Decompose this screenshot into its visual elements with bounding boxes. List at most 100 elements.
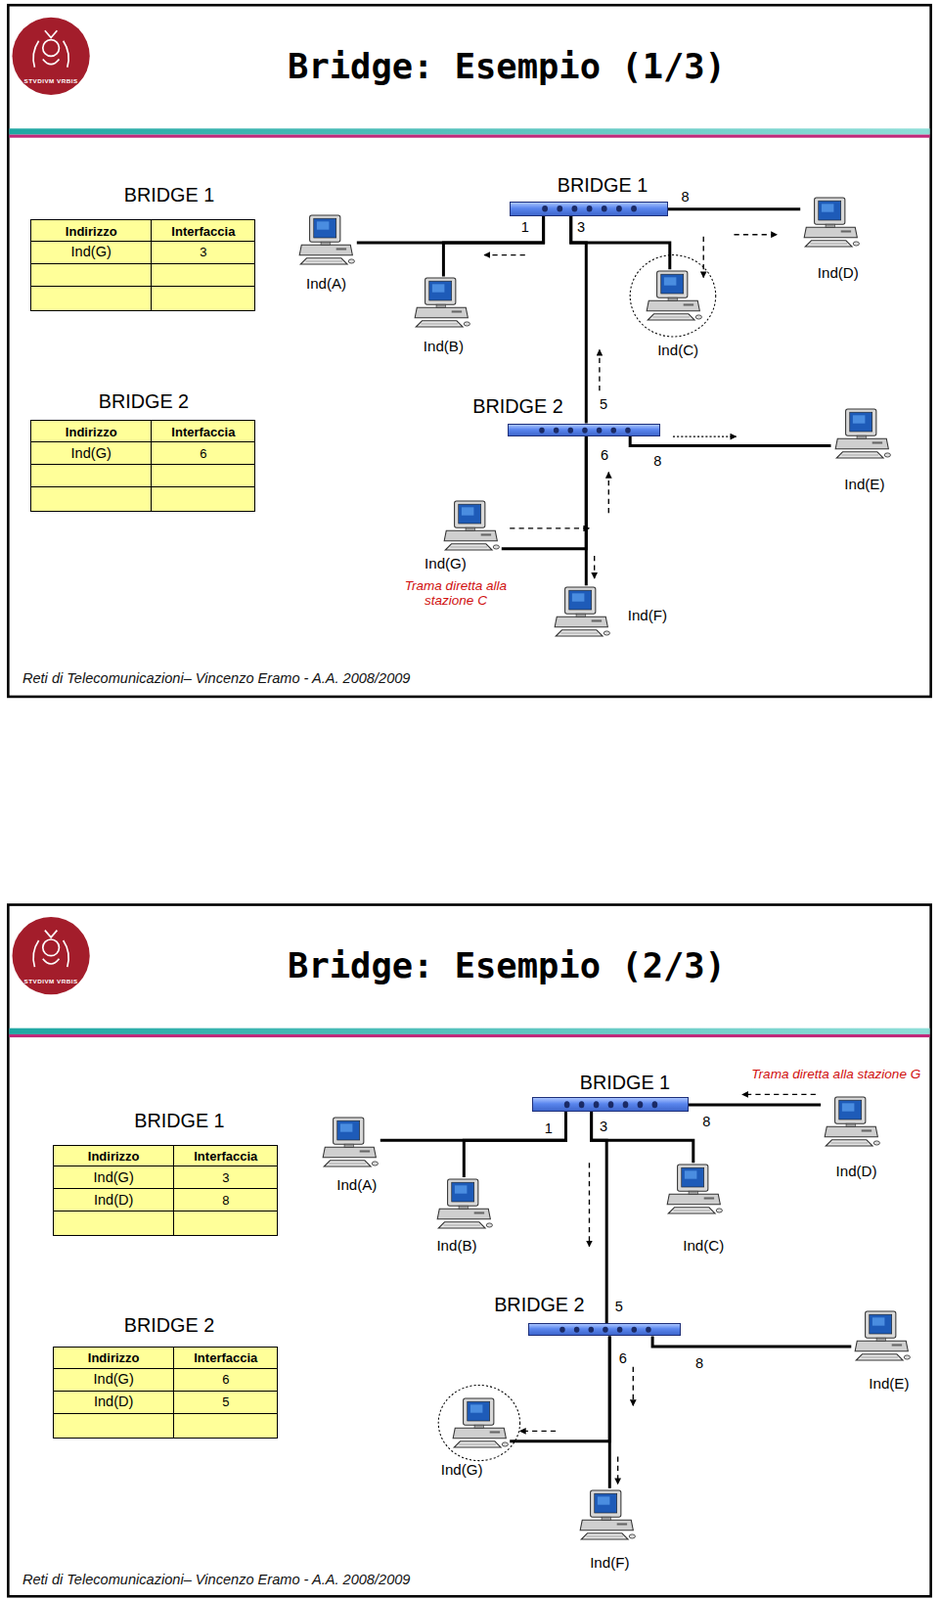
logo-motto: STVDIVM VRBIS [24,78,79,86]
station-address: Ind(A) [306,274,347,292]
port-number: 6 [600,446,609,463]
table-header: Interfaccia [193,1349,258,1365]
filtering-table: BRIDGE 1IndirizzoInterfacciaInd(G)3Ind(D… [52,1144,277,1237]
workstation: Ind(G) [448,1395,511,1449]
lan-wire [509,1336,610,1441]
table-cell: Ind(G) [92,1167,134,1185]
computer-icon [800,195,862,249]
bridge-name: BRIDGE 1 [580,1071,671,1094]
table-header: Interfaccia [193,1147,258,1163]
lan-wire [443,216,543,277]
port-number: 8 [653,452,662,470]
bridge-device: BRIDGE 2 [507,423,661,438]
port-number: 5 [599,395,608,412]
computer-icon [295,213,358,267]
table-rule [150,420,152,511]
table-cell: 3 [222,1168,229,1184]
bridge-device: BRIDGE 2 [528,1322,681,1337]
port-number: 5 [615,1297,624,1315]
table-cell: 3 [199,244,207,260]
table-rule [53,1209,276,1211]
port-number: 1 [521,219,530,236]
station-address: Ind(E) [844,475,885,492]
table-cell: 6 [199,445,207,460]
computer-icon [642,268,705,322]
workstation: Ind(A) [318,1115,381,1168]
computer-icon [318,1115,381,1168]
table-heading: BRIDGE 1 [134,1109,224,1132]
port-number: 8 [680,188,689,206]
slide-footer: Reti di Telecomunicazioni– Vincenzo Eram… [22,1569,411,1587]
table-cell: Ind(G) [71,444,112,461]
workstation: Ind(B) [410,275,473,329]
table-cell: Ind(D) [93,1392,135,1410]
station-address: Ind(C) [682,1236,724,1253]
computer-icon [410,275,473,329]
computer-icon [440,498,502,552]
lan-wire [652,1336,851,1346]
workstation: Ind(A) [295,213,358,267]
port-number: 6 [619,1349,627,1367]
port-number: 3 [599,1117,608,1134]
table-heading: BRIDGE 2 [98,389,189,412]
table-rule [31,240,254,242]
workstation: Ind(F) [550,584,613,638]
table-header: Indirizzo [88,1349,140,1365]
station-address: Ind(D) [817,265,859,282]
computer-icon [576,1487,638,1541]
lan-wire [608,1336,612,1488]
computer-icon [850,1308,913,1362]
workstation: Ind(E) [850,1308,913,1362]
table-header: Indirizzo [65,223,118,238]
workstation: Ind(G) [440,498,502,552]
port-number: 8 [695,1353,704,1371]
station-address: Ind(C) [657,341,699,358]
bridge-name: BRIDGE 1 [557,173,648,196]
lan-wire [357,216,544,243]
port-dots [533,1097,687,1112]
slide-frame [7,4,931,1596]
station-address: Ind(B) [423,338,464,356]
computer-icon [820,1094,883,1148]
lan-wire [380,1111,567,1140]
station-address: Ind(A) [336,1176,377,1194]
slide-title: Bridge: Esempio (1/3) [287,45,726,87]
table-rule [31,441,254,443]
station-address: Ind(G) [441,1460,484,1477]
university-logo [12,916,90,994]
table-rule [53,1164,276,1166]
computer-icon [448,1395,511,1449]
table-rule [53,1389,276,1391]
table-cell: Ind(G) [92,1370,134,1387]
lan-wire [571,216,587,424]
filtering-table: BRIDGE 2IndirizzoInterfacciaInd(G)6 [30,419,255,512]
table-rule [53,1367,276,1369]
table-rule [53,1187,276,1189]
port-number: 1 [544,1118,553,1136]
table-heading: BRIDGE 2 [124,1313,215,1337]
station-address: Ind(B) [436,1236,477,1253]
lan-wire [463,1111,566,1177]
port-number: 3 [577,219,585,236]
table-rule [31,285,254,287]
port-dots [508,424,660,437]
table-cell: 6 [222,1371,229,1387]
workstation: Ind(B) [433,1176,495,1230]
slide-footer: Reti di Telecomunicazioni– Vincenzo Eram… [22,670,411,687]
logo-motto: STVDIVM VRBIS [24,977,79,984]
university-logo [12,17,90,95]
workstation: Ind(C) [663,1162,725,1215]
filtering-table: BRIDGE 1IndirizzoInterfacciaInd(G)3 [30,219,255,312]
table-rule [31,463,254,465]
frame-flow-arrows [484,234,816,1484]
frame-note: Trama diretta alla stazione G [751,1066,921,1082]
table-header: Indirizzo [88,1147,140,1163]
table-header: Indirizzo [65,423,118,439]
workstation: Ind(D) [820,1094,883,1148]
table-rule [31,486,254,488]
table-rule [173,1145,175,1236]
workstation: Ind(F) [576,1487,638,1541]
lan-wire [668,207,802,211]
